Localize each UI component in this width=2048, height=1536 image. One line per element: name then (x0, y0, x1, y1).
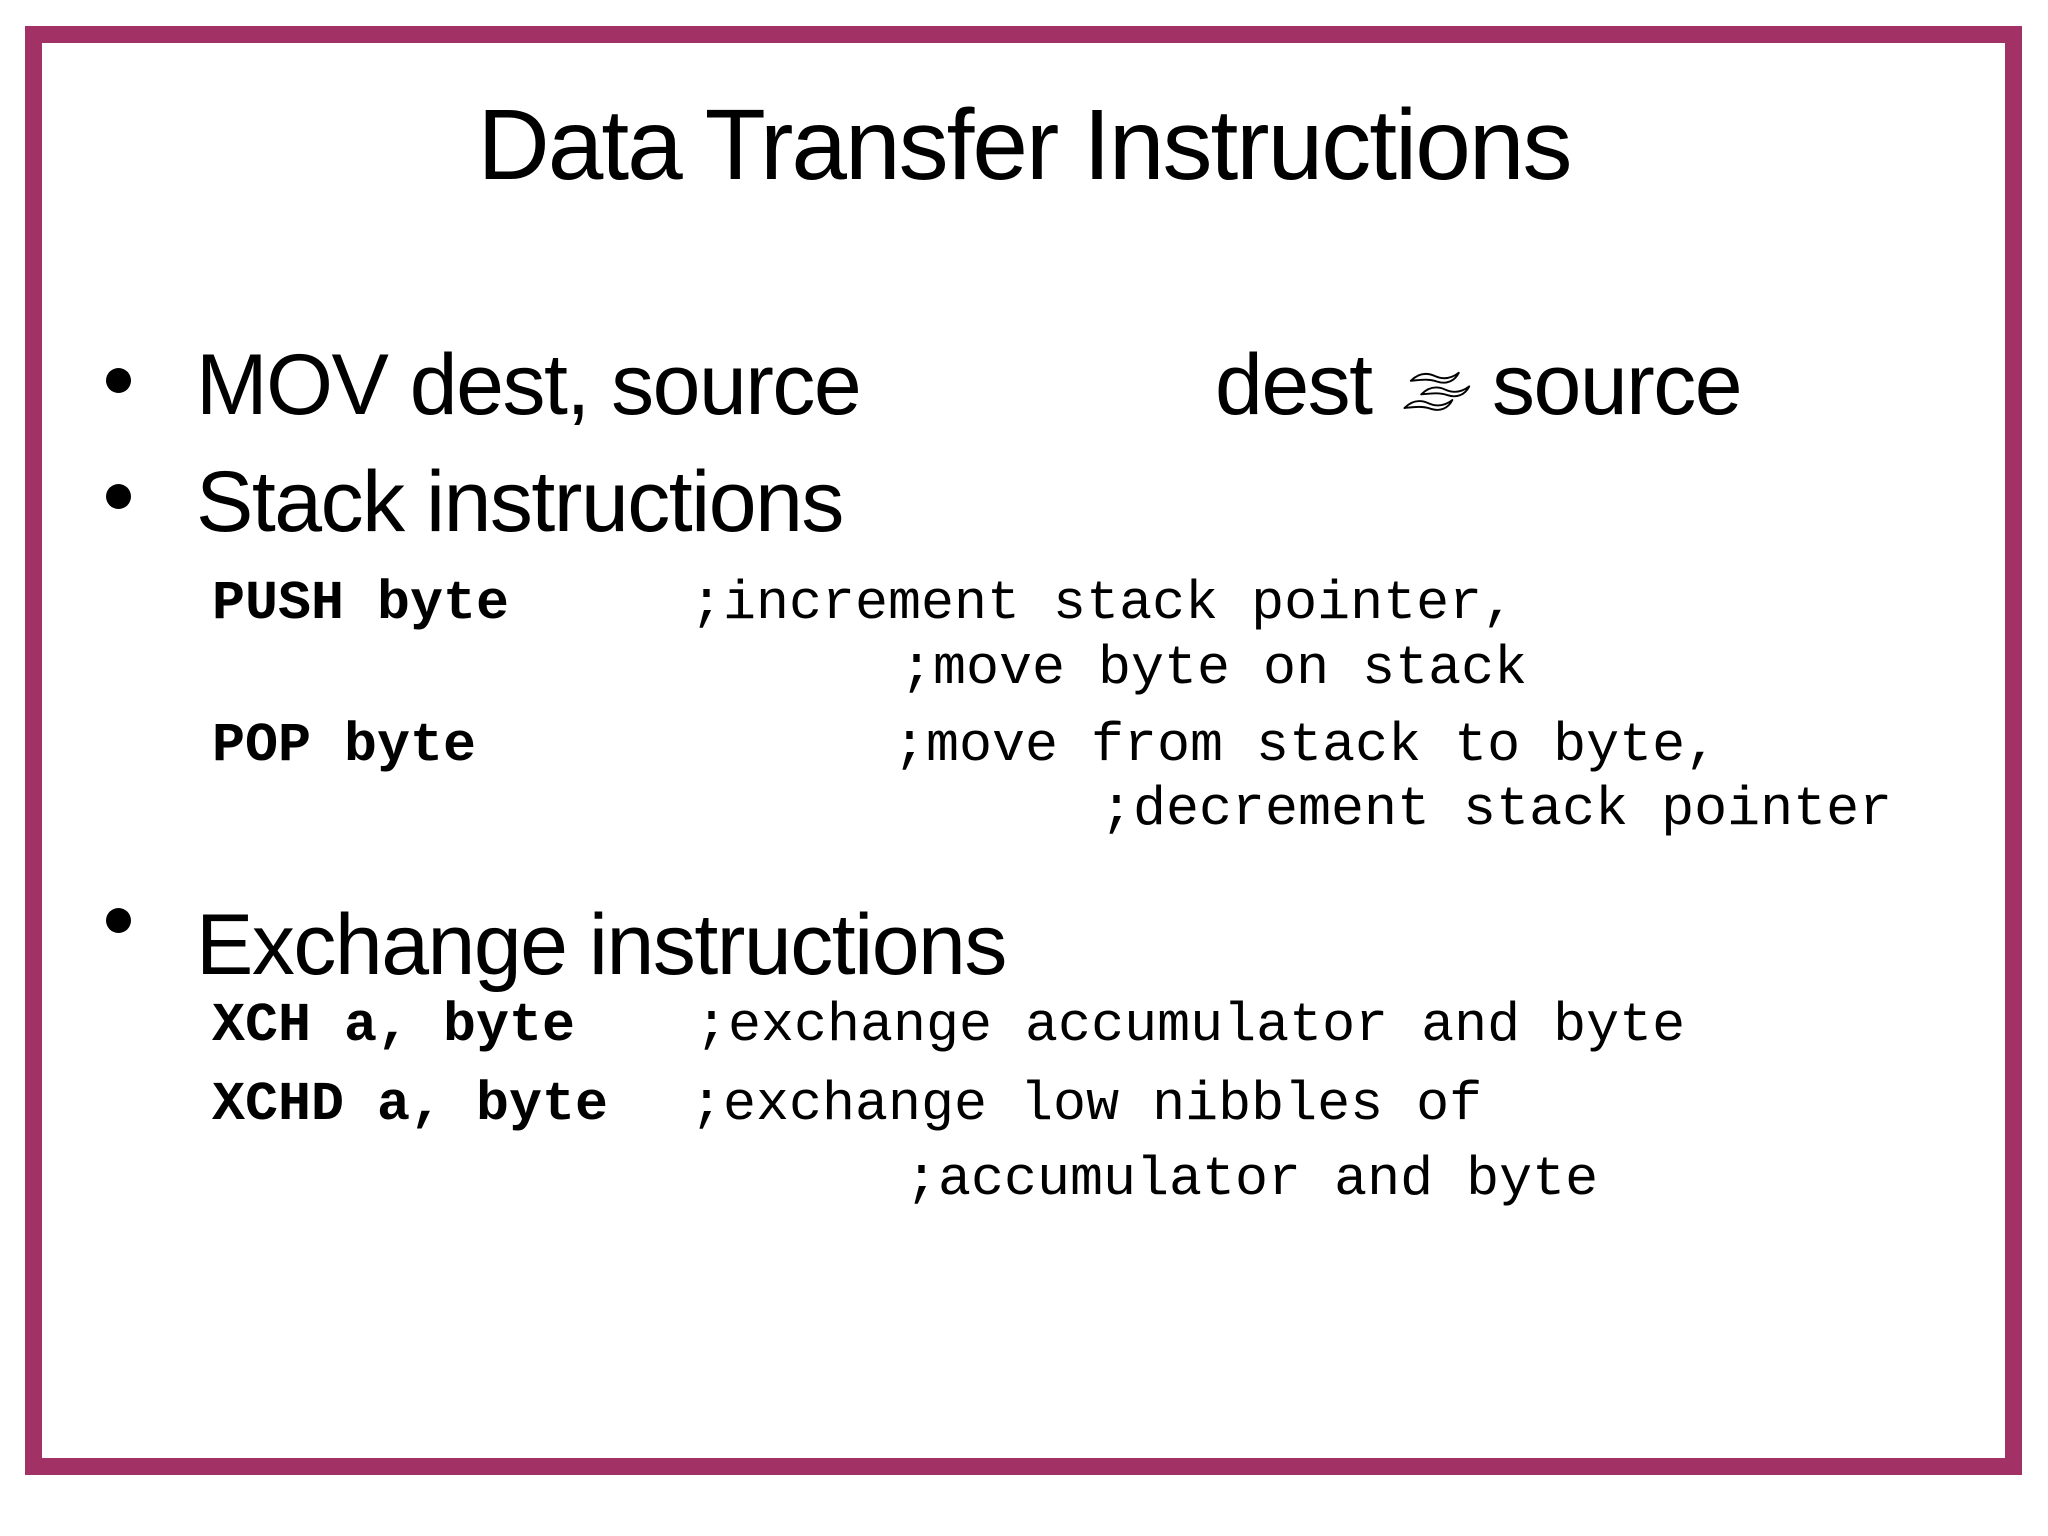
bullet-stack-label: Stack instructions (196, 454, 844, 550)
xchd-mnemonic: XCHD a, byte (212, 1073, 609, 1136)
push-comment-1: ;increment stack pointer, (690, 572, 1516, 635)
slide-border-frame (25, 26, 2022, 1475)
slide-title: Data Transfer Instructions (477, 89, 1573, 201)
push-comment-2: ;move byte on stack (900, 637, 1528, 700)
xch-comment-1: ;exchange accumulator and byte (695, 994, 1686, 1057)
bullet-exchange-label: Exchange instructions (196, 897, 1007, 993)
mov-annotation-source: source (1492, 337, 1743, 433)
bullet-dot (106, 908, 131, 933)
xchd-comment-2: ;accumulator and byte (905, 1148, 1599, 1211)
pop-comment-2: ;decrement stack pointer (1100, 778, 1893, 841)
push-mnemonic: PUSH byte (212, 572, 510, 635)
xchd-comment-1: ;exchange low nibbles of (690, 1073, 1483, 1136)
pop-comment-1: ;move from stack to byte, (893, 714, 1719, 777)
wavy-transfer-arrow-icon (1398, 370, 1478, 427)
bullet-mov-label: MOV dest, source (196, 337, 862, 433)
mov-annotation-dest: dest (1215, 337, 1373, 433)
bullet-dot (106, 368, 131, 393)
xch-mnemonic: XCH a, byte (212, 994, 576, 1057)
bullet-dot (106, 484, 131, 509)
pop-mnemonic: POP byte (212, 714, 477, 777)
